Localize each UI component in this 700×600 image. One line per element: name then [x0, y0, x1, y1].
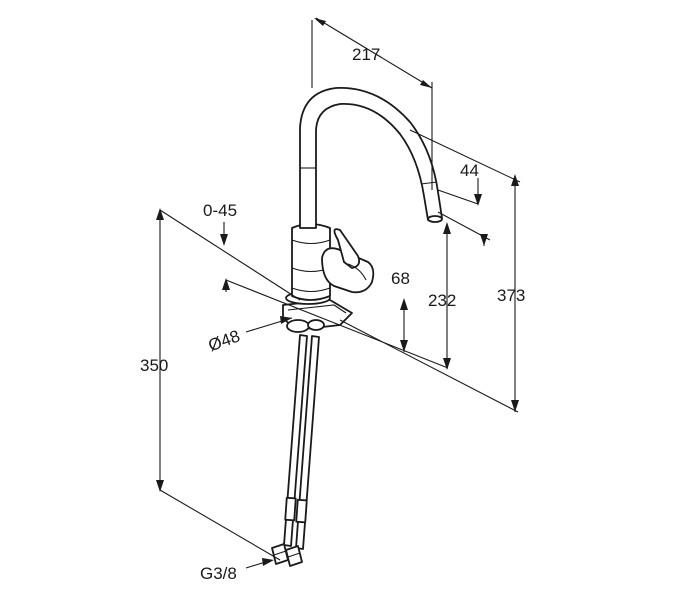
dim-swivel-angle-label: 0-45: [203, 201, 237, 220]
dim-reach-label: 217: [352, 45, 380, 64]
dim-lever-height-label: 68: [391, 269, 410, 288]
faucet-body: [291, 223, 331, 301]
dim-total-height-label: 373: [497, 286, 525, 305]
dim-outlet-height-label: 232: [428, 291, 456, 310]
dim-connection-thread-label: G3/8: [200, 564, 237, 583]
dim-body-diameter-label: Ø48: [206, 326, 243, 355]
supply-hoses: [271, 334, 320, 567]
dimension-lines: [156, 17, 521, 569]
dimension-labels: 217 44 0-45 68 232 373 Ø48 350 G3/8: [140, 45, 525, 583]
lever-handle: [321, 228, 375, 294]
spout: [299, 87, 443, 229]
dim-spout-tip-label: 44: [460, 161, 479, 180]
dim-hose-length-label: 350: [140, 356, 168, 375]
faucet: [271, 87, 443, 567]
